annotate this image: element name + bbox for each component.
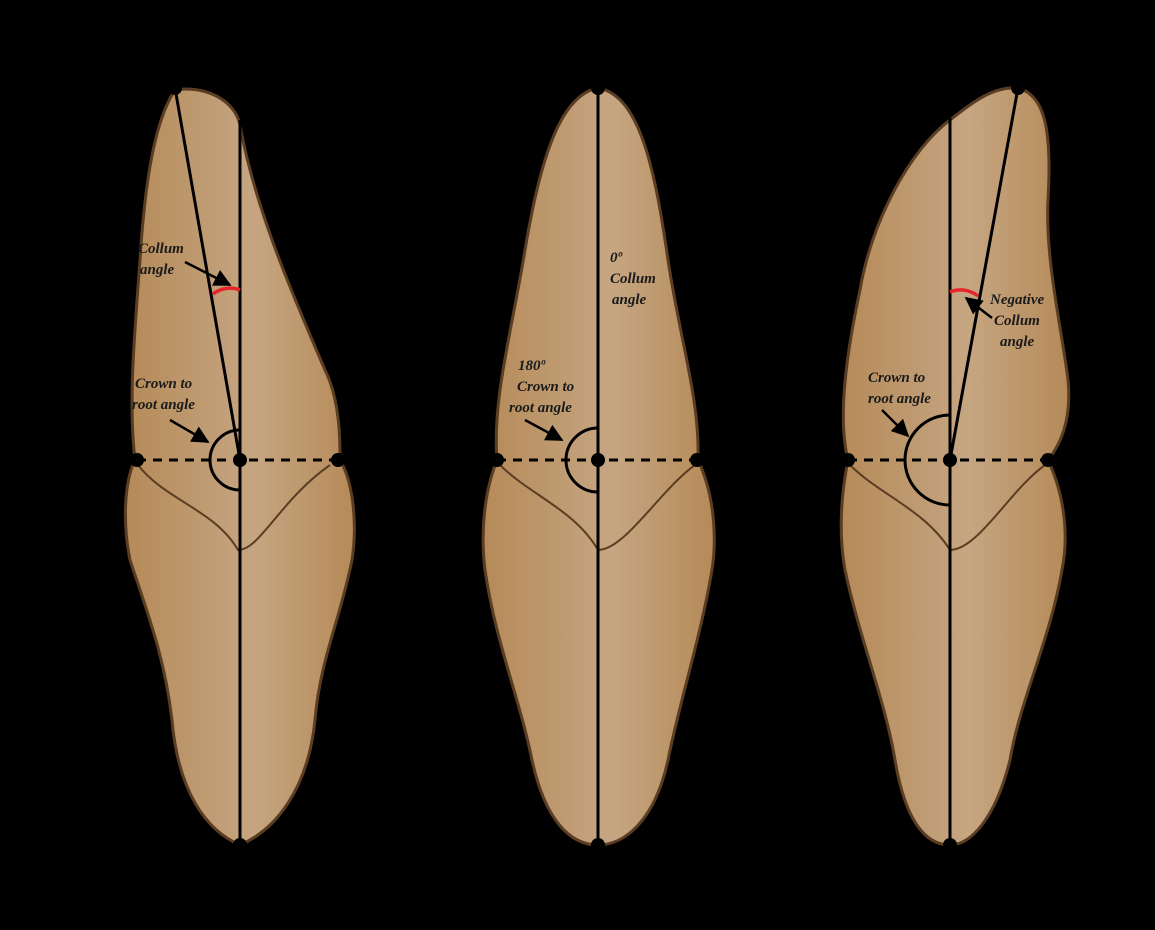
- collum-label-line1: Negative: [989, 292, 1044, 308]
- collum-label-line2: Collum: [610, 271, 656, 287]
- crown-tip-point: [168, 81, 182, 95]
- crown-label-line1: Crown to: [135, 376, 192, 392]
- root-apex-point: [233, 838, 247, 852]
- crown-tip-point: [1011, 81, 1025, 95]
- tooth-outline: [841, 88, 1068, 845]
- right-cej-point: [690, 453, 704, 467]
- crown-label-line2: Crown to: [517, 379, 574, 395]
- crown-label-line2: root angle: [132, 397, 195, 413]
- crown-tip-point: [591, 81, 605, 95]
- panel-positive-collum: Collum angle Crown to root angle: [125, 81, 354, 852]
- panel-zero-collum: 0º Collum angle 180º Crown to root angle: [483, 81, 714, 852]
- crown-label-line1: Crown to: [868, 370, 925, 386]
- collum-label-line3: angle: [1000, 334, 1035, 350]
- root-apex-point: [943, 838, 957, 852]
- root-apex-point: [591, 838, 605, 852]
- crown-label-line3: root angle: [509, 400, 572, 416]
- center-point: [943, 453, 957, 467]
- crown-label-line1: 180º: [518, 358, 546, 374]
- right-cej-point: [1041, 453, 1055, 467]
- left-cej-point: [130, 453, 144, 467]
- collum-label-line1: Collum: [138, 241, 184, 257]
- right-cej-point: [331, 453, 345, 467]
- collum-label-line3: angle: [612, 292, 647, 308]
- collum-label-line2: angle: [140, 262, 175, 278]
- panel-negative-collum: Negative Collum angle Crown to root angl…: [841, 81, 1069, 852]
- center-point: [233, 453, 247, 467]
- center-point: [591, 453, 605, 467]
- crown-label-line2: root angle: [868, 391, 931, 407]
- collum-label-line2: Collum: [994, 313, 1040, 329]
- collum-label-line1: 0º: [610, 250, 623, 266]
- left-cej-point: [841, 453, 855, 467]
- left-cej-point: [490, 453, 504, 467]
